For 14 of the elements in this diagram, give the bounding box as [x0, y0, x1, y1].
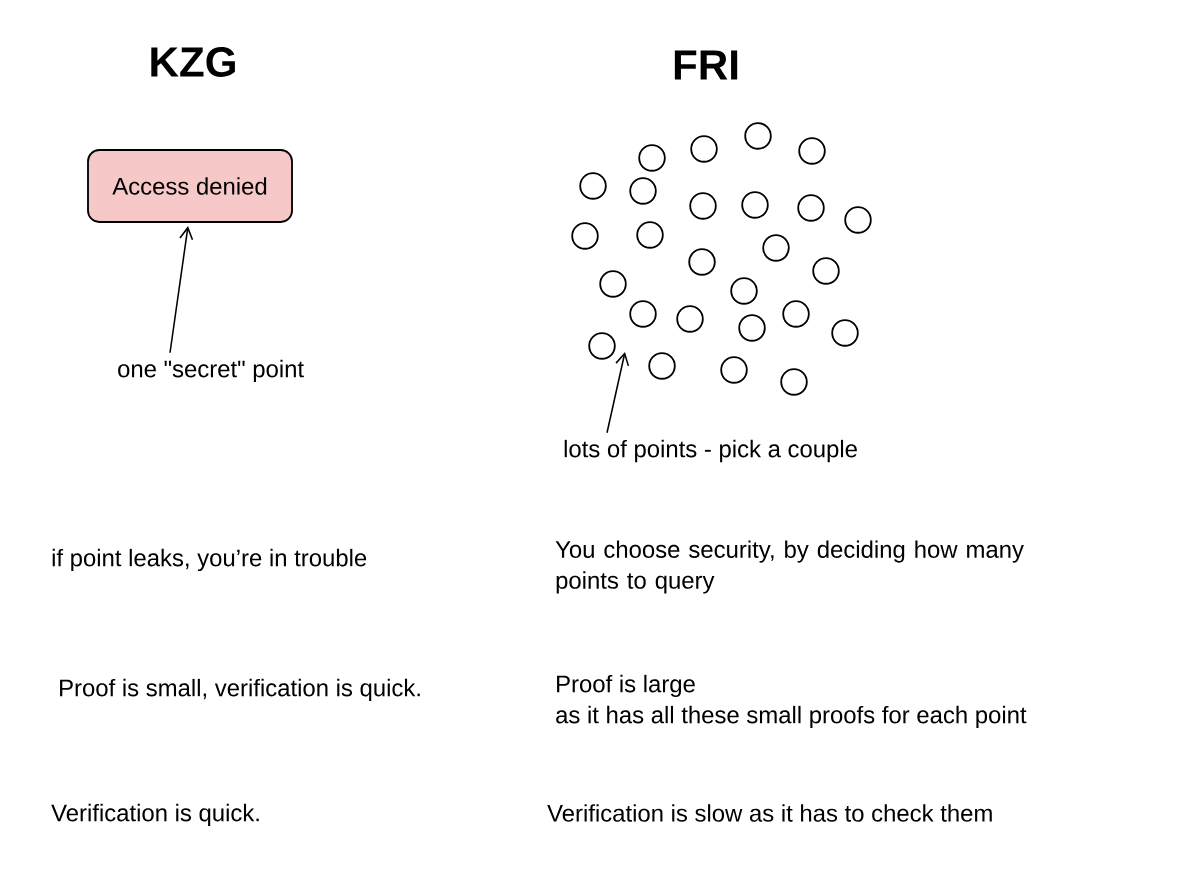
arrow [169, 226, 194, 354]
annotation-text: one "secret" point [118, 359, 304, 383]
note-text: Verification is slow as it has to check them [547, 804, 992, 822]
arrow [606, 351, 630, 434]
note-text: if point leaks, you’re in trouble [52, 548, 367, 572]
note-text: Proof is large [557, 674, 695, 698]
heading: KZG [151, 47, 235, 77]
note-text: You choose security, by deciding how many points to query [555, 540, 1024, 594]
note-text: Verification is quick. [51, 803, 259, 827]
alert-box: Access denied [87, 149, 293, 223]
heading: FRI [674, 50, 738, 80]
annotation-text: lots of points - pick a couple [564, 439, 857, 463]
note-text: as it has all these small proofs for each point [556, 705, 1027, 729]
note-text: Proof is small, verification is quick. [60, 678, 420, 702]
